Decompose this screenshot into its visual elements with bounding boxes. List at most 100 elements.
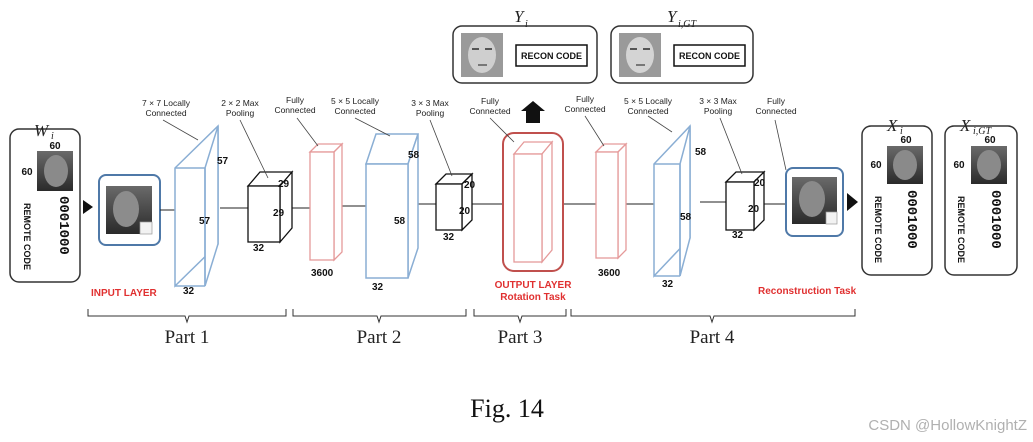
svg-text:2 × 2 Max: 2 × 2 Max: [221, 98, 259, 108]
p2-dim-b: 20: [459, 206, 471, 217]
b2-dim-depth: 32: [372, 282, 384, 293]
label-leaders: [162, 115, 787, 179]
output-layer-block: [502, 132, 564, 272]
layer-label-6: Fully Connected: [469, 96, 510, 116]
svg-text:Connected: Connected: [564, 104, 605, 114]
b3-dim-side: 58: [680, 212, 692, 223]
svg-text:Connected: Connected: [755, 106, 796, 116]
wi-remote-code: REMOTE CODE: [22, 203, 32, 270]
b1-dim-depth: 32: [183, 286, 195, 297]
b3-dim-depth: 32: [662, 279, 674, 290]
p3-dim-b: 20: [748, 204, 760, 215]
output-layer-label: OUTPUT LAYER: [495, 280, 573, 291]
part-3-label: Part 3: [498, 327, 543, 348]
input-layer-image: [98, 174, 161, 246]
fc1-dim: 3600: [311, 268, 334, 279]
layer-label-7: Fully Connected: [564, 94, 605, 114]
p3-dim-c: 32: [732, 230, 744, 241]
b1-dim-side: 57: [199, 216, 211, 227]
part-braces: [87, 309, 856, 324]
recon-code-label-yi: RECON CODE: [521, 51, 582, 61]
part-2-label: Part 2: [357, 327, 402, 348]
xigt-digits: 0001000: [987, 190, 1003, 249]
xi-symbol: X: [886, 116, 898, 135]
layer-label-5: 3 × 3 Max Pooling: [411, 98, 449, 118]
yigt-subscript: i,GT: [678, 19, 698, 30]
xi-dim-side: 60: [870, 160, 882, 171]
layer-label-2: 2 × 2 Max Pooling: [221, 98, 259, 118]
wi-subscript: i: [51, 131, 54, 142]
up-arrow-icon: [521, 101, 545, 123]
svg-text:Connected: Connected: [469, 106, 510, 116]
b2-dim-top: 58: [408, 150, 420, 161]
part-4-label: Part 4: [690, 327, 735, 348]
p1-dim-c: 32: [253, 243, 265, 254]
layer-label-1: 7 × 7 Locally Connected: [142, 98, 191, 118]
b3-dim-top: 58: [695, 147, 707, 158]
svg-text:Pooling: Pooling: [416, 108, 445, 118]
top-output-yi-card: RECON CODE Y i: [452, 7, 598, 84]
svg-text:5 × 5 Locally: 5 × 5 Locally: [624, 96, 673, 106]
figure-caption: Fig. 14: [470, 394, 544, 423]
svg-text:Fully: Fully: [767, 96, 786, 106]
xi-remote-code: REMOTE CODE: [873, 196, 883, 263]
wi-symbol: W: [34, 121, 50, 140]
yi-subscript: i: [525, 19, 528, 30]
max-pool-cube-1: [246, 170, 294, 244]
locally-connected-block-3: [653, 124, 691, 278]
p2-dim-c: 32: [443, 232, 455, 243]
p1-dim-b: 29: [273, 208, 285, 219]
locally-connected-block-2: [364, 133, 420, 279]
svg-text:Fully: Fully: [576, 94, 595, 104]
reconstructed-image: [785, 167, 844, 237]
fully-connected-block-1: [308, 142, 344, 262]
output-card-xigt: X i,GT 60 60 0001000 REMOTE CODE: [944, 116, 1018, 276]
fully-connected-block-2: [594, 142, 628, 260]
xigt-remote-code: REMOTE CODE: [956, 196, 966, 263]
arrow-right-icon: [83, 200, 93, 214]
face-image-yigt: [619, 33, 661, 77]
input-layer-label: INPUT LAYER: [91, 288, 158, 299]
svg-text:3 × 3 Max: 3 × 3 Max: [411, 98, 449, 108]
svg-text:Connected: Connected: [627, 106, 668, 116]
svg-text:Connected: Connected: [334, 106, 375, 116]
xi-dim-top: 60: [900, 135, 912, 146]
layer-label-3: Fully Connected: [274, 95, 315, 115]
max-pool-cube-3: [724, 170, 766, 232]
b2-dim-side: 58: [394, 216, 406, 227]
svg-text:Pooling: Pooling: [226, 108, 255, 118]
svg-text:3 × 3 Max: 3 × 3 Max: [699, 96, 737, 106]
top-output-yigt-card: RECON CODE Y i,GT: [610, 7, 754, 84]
face-image-xigt: [971, 146, 1007, 184]
svg-text:Connected: Connected: [145, 108, 186, 118]
locally-connected-block-1: [174, 124, 219, 288]
reconstruction-task-label: Reconstruction Task: [758, 286, 857, 297]
part-1-label: Part 1: [165, 327, 210, 348]
input-card-wi: W i 60 60 0001000 REMOTE CODE: [9, 121, 81, 283]
layer-label-4: 5 × 5 Locally Connected: [331, 96, 380, 116]
xigt-dim-side: 60: [953, 160, 965, 171]
xigt-subscript: i,GT: [973, 126, 993, 137]
face-image-wi: [37, 151, 73, 191]
xigt-symbol: X: [959, 116, 971, 135]
p3-dim-a: 20: [754, 178, 766, 189]
face-image-yi: [461, 33, 503, 77]
layer-label-9: 3 × 3 Max Pooling: [699, 96, 737, 116]
yi-symbol: Y: [514, 7, 525, 26]
arrow-right-icon-2: [847, 193, 858, 211]
svg-text:Connected: Connected: [274, 105, 315, 115]
p2-dim-a: 20: [464, 180, 476, 191]
yigt-symbol: Y: [667, 7, 678, 26]
xigt-dim-top: 60: [984, 135, 996, 146]
wi-dim-top: 60: [49, 141, 61, 152]
fc2-dim: 3600: [598, 268, 621, 279]
watermark: CSDN @HollowKnightZ: [868, 417, 1027, 434]
face-image-xi: [887, 146, 923, 184]
svg-text:5 × 5 Locally: 5 × 5 Locally: [331, 96, 380, 106]
recon-code-label-yigt: RECON CODE: [679, 51, 740, 61]
p1-dim-a: 29: [278, 179, 290, 190]
xi-subscript: i: [900, 126, 903, 137]
svg-text:Fully: Fully: [286, 95, 305, 105]
xi-digits: 0001000: [903, 190, 919, 249]
b1-dim-top: 57: [217, 156, 229, 167]
